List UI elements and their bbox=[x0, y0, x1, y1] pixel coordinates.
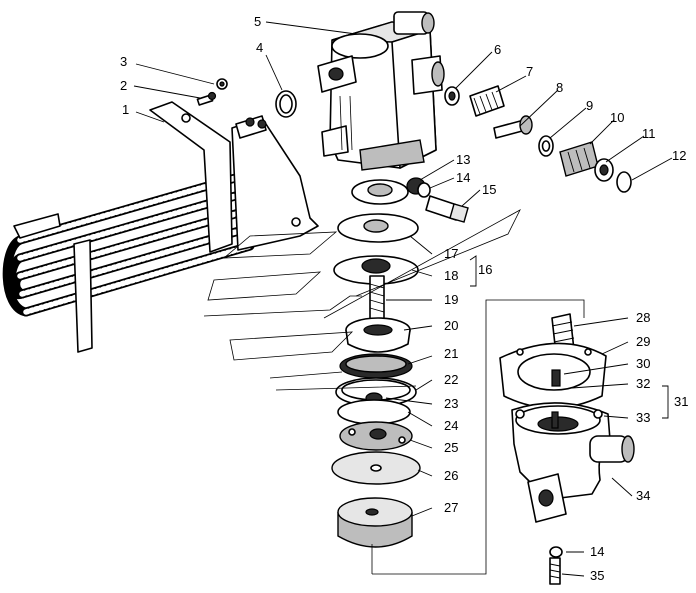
disc-part-24 bbox=[337, 399, 411, 425]
callout-27: 27 bbox=[444, 500, 458, 515]
nut-part-3 bbox=[216, 78, 228, 90]
washer-part-9-hole bbox=[541, 140, 551, 152]
callout-2: 2 bbox=[120, 78, 127, 93]
leader-lines bbox=[133, 21, 673, 577]
callout-3: 3 bbox=[120, 54, 127, 69]
valve-stack bbox=[331, 179, 421, 548]
callout-10: 10 bbox=[610, 110, 624, 125]
callout-labels: 1 2 3 4 5 6 7 8 9 10 11 12 13 14 15 16 1… bbox=[120, 14, 688, 583]
membrane-part-17 bbox=[337, 213, 419, 243]
seal-ring-inner bbox=[279, 94, 293, 114]
callout-11: 11 bbox=[642, 126, 656, 141]
assembly-frames bbox=[203, 209, 585, 575]
callout-4: 4 bbox=[256, 40, 263, 55]
callout-25: 25 bbox=[444, 440, 458, 455]
bolt-part-35 bbox=[549, 557, 561, 585]
bracket-strap-left bbox=[13, 213, 61, 239]
disc-part-18 bbox=[333, 255, 419, 285]
valve-part-30 bbox=[551, 369, 561, 387]
housing-part-5 bbox=[317, 11, 445, 171]
callout-20: 20 bbox=[444, 318, 458, 333]
gasket-part-26 bbox=[331, 451, 421, 485]
callout-14: 14 bbox=[456, 170, 470, 185]
cooling-coil-assembly bbox=[2, 101, 319, 353]
valve-body-part-10 bbox=[559, 141, 599, 177]
callout-30: 30 bbox=[636, 356, 650, 371]
callout-19: 19 bbox=[444, 292, 458, 307]
callout-22: 22 bbox=[444, 372, 458, 387]
bolt-part-15 bbox=[425, 195, 469, 223]
body-part-34 bbox=[511, 402, 635, 523]
callout-29: 29 bbox=[636, 334, 650, 349]
plug-part-12 bbox=[616, 171, 632, 193]
callout-23: 23 bbox=[444, 396, 458, 411]
pipe-stub-end bbox=[245, 117, 255, 127]
callout-34: 34 bbox=[636, 488, 650, 503]
filter-element-part-27 bbox=[337, 497, 413, 548]
bolt-part-8 bbox=[493, 115, 533, 139]
spring-part-11 bbox=[594, 158, 614, 182]
callout-14-lower: 14 bbox=[590, 544, 604, 559]
stem-part-19 bbox=[369, 275, 385, 325]
callout-9: 9 bbox=[586, 98, 593, 113]
disc-upper bbox=[351, 179, 409, 205]
callout-12: 12 bbox=[672, 148, 686, 163]
union-nut-part-6 bbox=[444, 86, 460, 106]
callout-7: 7 bbox=[526, 64, 533, 79]
callout-18: 18 bbox=[444, 268, 458, 283]
callout-21: 21 bbox=[444, 346, 458, 361]
callout-28: 28 bbox=[636, 310, 650, 325]
callout-31: 31 bbox=[674, 394, 688, 409]
bolt-part-2 bbox=[196, 91, 217, 106]
callout-5: 5 bbox=[254, 14, 261, 29]
callout-32: 32 bbox=[636, 376, 650, 391]
callout-24: 24 bbox=[444, 418, 458, 433]
filter-part-21 bbox=[339, 353, 413, 379]
bracket-hole bbox=[181, 113, 191, 123]
bracket-flange bbox=[231, 117, 319, 251]
callout-6: 6 bbox=[494, 42, 501, 57]
callout-16: 16 bbox=[478, 262, 492, 277]
callout-1: 1 bbox=[122, 102, 129, 117]
bracket-leg-left bbox=[73, 239, 93, 353]
pipe-stub-end bbox=[257, 119, 267, 129]
bracket-frame bbox=[149, 101, 233, 253]
plate-part-25 bbox=[339, 421, 413, 451]
spring-part-7 bbox=[469, 85, 505, 117]
callout-17: 17 bbox=[444, 246, 458, 261]
callout-8: 8 bbox=[556, 80, 563, 95]
callout-15: 15 bbox=[482, 182, 496, 197]
callout-33: 33 bbox=[636, 410, 650, 425]
gasket-part-22 bbox=[335, 377, 417, 407]
callout-35: 35 bbox=[590, 568, 604, 583]
washer-part-14 bbox=[417, 182, 431, 198]
washer-part-14-lower bbox=[549, 546, 563, 558]
bracket-hole bbox=[291, 217, 301, 227]
callout-13: 13 bbox=[456, 152, 470, 167]
callout-26: 26 bbox=[444, 468, 458, 483]
cup-part-20 bbox=[345, 317, 411, 353]
